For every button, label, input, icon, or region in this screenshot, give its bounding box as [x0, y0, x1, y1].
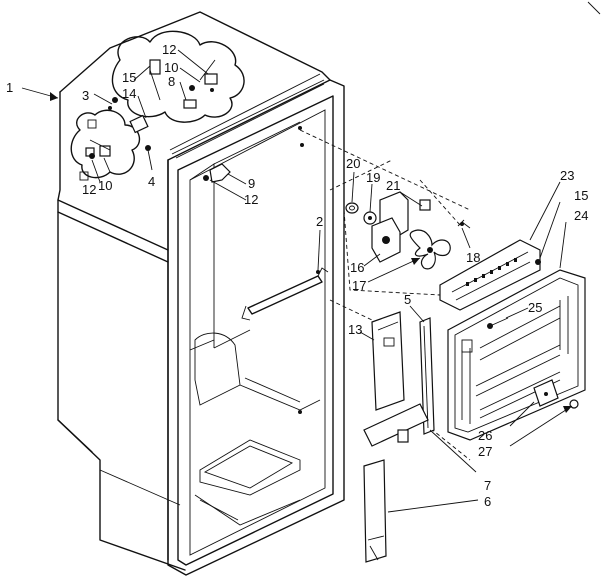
callout-13: 13: [348, 322, 362, 337]
callout-18: 18: [466, 250, 480, 265]
callout-2: 2: [316, 214, 323, 229]
callout-4: 4: [148, 174, 155, 189]
fan-motor-assembly: [345, 191, 471, 270]
callout-24: 24: [574, 208, 588, 223]
hinge-bracket: [203, 163, 231, 183]
evaporator-cover: [439, 239, 586, 441]
callout-26: 26: [478, 428, 492, 443]
callout-27: 27: [478, 444, 492, 459]
corner-mark: [587, 1, 601, 15]
callout-16: 16: [350, 260, 364, 275]
callout-6: 6: [484, 494, 491, 509]
callout-15: 15: [574, 188, 588, 203]
callout-19: 19: [366, 170, 380, 185]
callout-10: 10: [164, 60, 178, 75]
callout-20: 20: [346, 156, 360, 171]
callout-5: 5: [404, 292, 411, 307]
callout-12: 12: [162, 42, 176, 57]
callout-14: 14: [122, 86, 136, 101]
callout-labels: 1 3 15 14 12 10 8 4 12 10 9 12 2 20 19 2…: [6, 42, 588, 509]
callout-15: 15: [122, 70, 136, 85]
callout-12: 12: [244, 192, 258, 207]
callout-21: 21: [386, 178, 400, 193]
callout-17: 17: [352, 278, 366, 293]
leader-lines: [21, 49, 573, 513]
callout-8: 8: [168, 74, 175, 89]
refrigerator-cabinet: [57, 11, 345, 576]
callout-9: 9: [248, 176, 255, 191]
support-bar: [241, 267, 329, 321]
callout-23: 23: [560, 168, 574, 183]
callout-1: 1: [6, 80, 13, 95]
callout-25: 25: [528, 300, 542, 315]
callout-7: 7: [484, 478, 491, 493]
top-controls-area: [70, 30, 245, 181]
air-ducts: [363, 311, 435, 563]
callout-3: 3: [82, 88, 89, 103]
callout-10: 10: [98, 178, 112, 193]
callout-12: 12: [82, 182, 96, 197]
